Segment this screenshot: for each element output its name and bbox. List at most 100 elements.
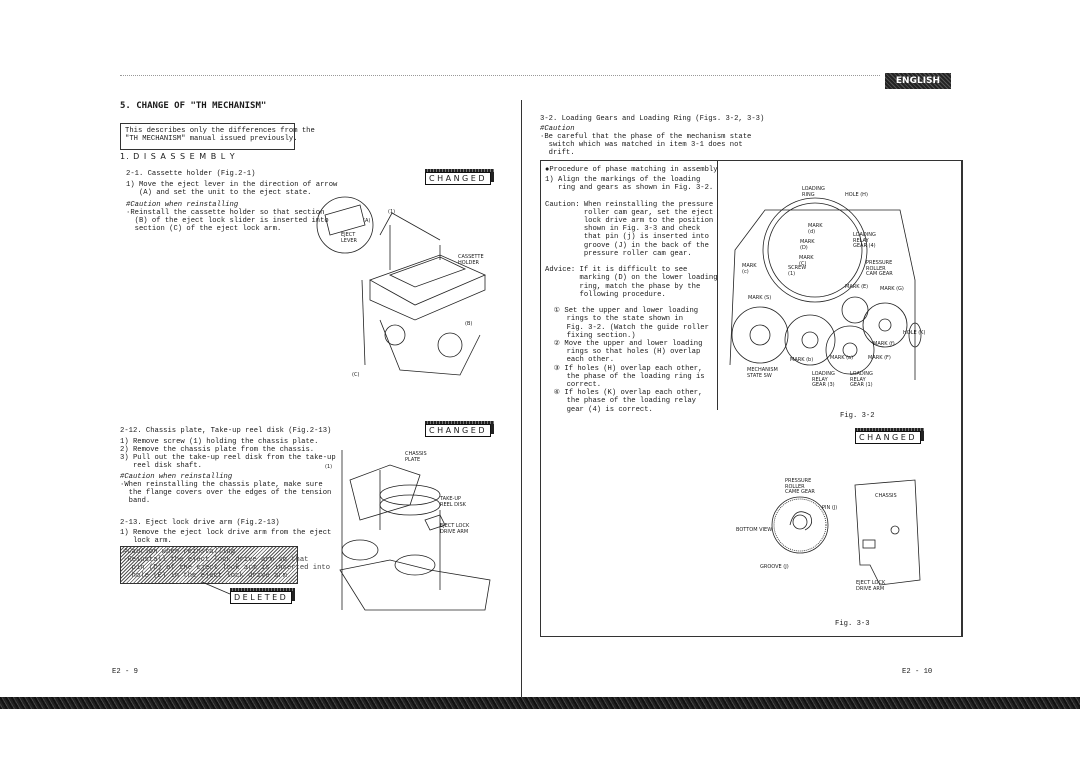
label-chassis: CHASSIS [875,493,897,499]
label-mark-F: MARK (F) [868,355,891,361]
procedure-line: ③ If holes (H) overlap each other, [545,364,703,373]
deleted-line: #Caution when reinstalling [123,548,236,556]
label-mark-d: MARK (d) [808,223,823,235]
deleted-line: hole (E) in the eject lock drive arm. [123,572,292,580]
procedure-line: the phase of the loading ring is [545,372,705,381]
s212-step: 2) Remove the chassis plate from the cha… [120,446,315,454]
label-screw: SCREW (1) [788,265,807,277]
intro-line: This describes only the differences from… [125,127,315,135]
procedure-line: marking (D) on the lower loading [545,274,718,283]
top-rule [120,75,880,76]
label-mark-D: MARK (D) [800,239,815,251]
section-title: 5. CHANGE OF "TH MECHANISM" [120,101,267,111]
s21-caution: ·Reinstall the cassette holder so that s… [126,209,325,217]
procedure-line: ring and gears as shown in Fig. 3-2. [545,184,714,193]
procedure-line: correct. [545,381,602,389]
label-b: (B) [465,321,473,327]
procedure-line: Caution: When reinstalling the pressure [545,200,714,209]
label-hole-h: HOLE (H) [845,192,868,198]
label-takeup-reel: TAKE-UP REEL DISK [440,496,466,508]
deleted-line: pin (D) of the eject lock arm is inserte… [123,564,331,572]
s213-heading: 2-13. Eject lock drive arm (Fig.2-13) [120,519,280,527]
procedure-line: Advice: If it is difficult to see [545,266,688,275]
procedure-divider [717,160,718,410]
label-eject-arm: EJECT LOCK DRIVE ARM [440,523,470,535]
right-caution: drift. [540,149,575,157]
label-loading-ring: LOADING RING [802,186,825,198]
label-mark-f: MARK (f) [873,341,895,347]
label-chassis-plate: CHASSIS PLATE [405,451,427,463]
right-caution-title: #Caution [540,125,575,133]
s21-caution-title: #Caution when reinstalling [126,201,239,209]
label-arrow-a: (A) [363,218,371,224]
procedure-line: shown in Fig. 3-3 and check [545,225,701,234]
label-pressure-cam: PRESSURE ROLLER CAME GEAR [785,478,815,496]
cam-gear-diagram [771,479,921,586]
s213-step: lock arm. [120,537,172,545]
procedure-line: ① Set the upper and lower loading [545,307,699,316]
scan-bottom-bar [0,697,1080,709]
right-caution: ·Be careful that the phase of the mechan… [540,133,752,141]
s21-caution: (B) of the eject lock slider is inserted… [126,217,329,225]
deleted-badge: DELETED [230,588,296,604]
intro-line: "TH MECHANISM" manual issued previously. [125,135,298,143]
label-screw: (1) [388,209,396,215]
label-relay-gear-1: LOADING RELAY GEAR (1) [850,371,873,389]
label-mark-G: MARK (G) [880,286,904,292]
procedure-line: 1) Align the markings of the loading [545,176,701,184]
procedure-line: rings to the state shown in [545,315,684,324]
label-mark-a: MARK (a) [830,355,854,361]
s21-caution: section (C) of the eject lock arm. [126,225,282,233]
s212-caution: the flange covers over the edges of the … [120,489,332,497]
page-divider [521,100,522,700]
procedure-line: roller cam gear, set the eject [545,208,714,217]
label-relay-gear-4: LOADING RELAY GEAR (4) [853,232,876,250]
label-bottom-view: BOTTOM VIEW [736,527,773,533]
procedure-line: following procedure. [545,290,666,299]
procedure-title: ●Procedure of phase matching in assembly [545,166,718,174]
deleted-caution-box: #Caution when reinstalling ·Reinstall th… [120,546,330,584]
chassis-plate-diagram [339,450,491,611]
s212-step: 3) Pull out the take-up reel disk from t… [120,454,336,462]
procedure-line: pressure roller cam gear. [545,249,692,258]
page-number-left: E2 - 9 [112,668,138,676]
english-badge: ENGLISH [885,73,951,89]
loading-gears-diagram [729,197,922,380]
label-cassette-holder: CASSETTE HOLDER [458,254,484,266]
s21-step: (A) and set the unit to the eject state. [126,189,312,197]
s212-caution: ·When reinstalling the chassis plate, ma… [120,481,323,489]
label-relay-gear-3: LOADING RELAY GEAR (3) [812,371,835,389]
s212-step: 1) Remove screw (1) holding the chassis … [120,438,319,446]
procedure-line: ring, match the phase by the [545,282,701,291]
deleted-pointer [201,581,231,595]
s212-step: reel disk shaft. [120,462,202,470]
disassembly-heading: 1. D I S A S S E M B L Y [120,152,236,161]
label-eject-arm: EJECT LOCK DRIVE ARM [856,580,886,592]
right-heading: 3-2. Loading Gears and Loading Ring (Fig… [540,115,765,123]
procedure-line: groove (J) in the back of the [545,241,709,250]
right-caution: switch which was matched in item 3-1 doe… [540,141,743,149]
label-mark-S: MARK (S) [748,295,772,301]
deleted-line: ·Reinstall the eject lock drive arm so t… [123,556,309,564]
procedure-line: ② Move the upper and lower loading [545,340,703,348]
label-pin-j: PIN (J) [822,505,838,511]
procedure-line: fixing section.) [545,331,636,340]
s212-caution-title: #Caution when reinstalling [120,473,233,481]
procedure-line: each other. [545,356,615,365]
procedure-line: gear (4) is correct. [545,405,653,414]
procedure-frame [540,160,963,637]
label-mark-b: MARK (b) [790,357,814,363]
s21-heading: 2-1. Cassette holder (Fig.2-1) [126,170,256,178]
label-c: (C) [352,372,360,378]
page-number-right: E2 - 10 [902,668,933,676]
s213-step: 1) Remove the eject lock drive arm from … [120,529,332,537]
s21-step: 1) Move the eject lever in the direction… [126,181,338,189]
label-mark-c: MARK (c) [742,263,757,275]
label-eject-lever: EJECT LEVER [341,232,357,244]
fig32-caption: Fig. 3-2 [840,412,875,420]
label-hole-k: HOLE (K) [903,330,926,336]
procedure-line: ④ If holes (K) overlap each other, [545,389,703,398]
intro-box: This describes only the differences from… [120,123,315,150]
changed-badge: CHANGED [855,428,924,444]
